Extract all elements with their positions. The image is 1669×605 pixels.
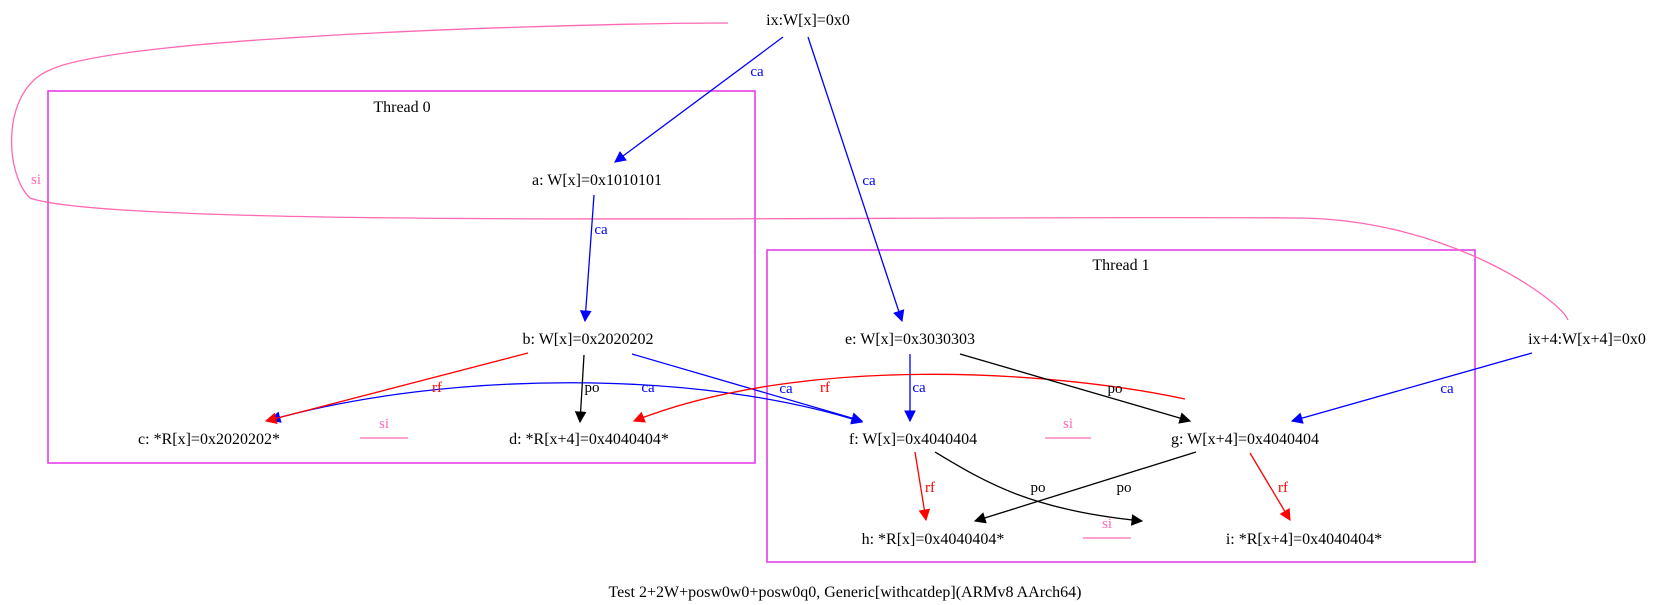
edge-rf-f-h	[914, 451, 931, 522]
edge-label-si-c-d: si	[379, 416, 389, 432]
node-b: b: W[x]=0x2020202	[523, 331, 654, 348]
edge-label-rf-g-d: rf	[820, 380, 830, 396]
cluster-thread1-title: Thread 1	[1092, 257, 1149, 274]
node-e: e: W[x]=0x3030303	[845, 331, 975, 348]
node-g: g: W[x+4]=0x4040404	[1171, 431, 1319, 448]
edge-po-b-d	[574, 354, 587, 424]
edge-rf-b-c	[264, 352, 529, 425]
edge-ca-b-f	[631, 353, 864, 424]
edge-label-po-b-d: po	[585, 380, 600, 396]
edge-label-ca-b-f: ca	[779, 381, 793, 397]
diagram-caption: Test 2+2W+posw0w0+posw0q0, Generic[withc…	[609, 584, 1082, 601]
edge-label-ca-ix-a: ca	[750, 64, 764, 80]
node-c: c: *R[x]=0x2020202*	[138, 431, 280, 448]
edge-label-si-f-g: si	[1063, 416, 1073, 432]
edge-label-rf-f-h: rf	[925, 480, 935, 496]
edge-ca-ix4-g	[1290, 352, 1533, 424]
edge-po-g-h	[973, 451, 1197, 524]
edge-si-ix-ix4	[10, 22, 1569, 321]
cluster-thread0-title: Thread 0	[373, 99, 430, 116]
edge-label-rf-b-c: rf	[432, 380, 442, 396]
edge-ca-ix-a	[614, 36, 784, 163]
node-ix4: ix+4:W[x+4]=0x0	[1528, 331, 1646, 348]
cluster-thread0	[47, 90, 756, 464]
edge-ca-c-f	[268, 382, 864, 425]
cluster-thread1	[766, 249, 1476, 563]
edge-label-si-h-i: si	[1102, 516, 1112, 532]
node-f: f: W[x]=0x4040404	[849, 431, 977, 448]
node-a: a: W[x]=0x1010101	[532, 172, 662, 189]
node-d: d: *R[x+4]=0x4040404*	[509, 431, 669, 448]
edge-label-po-g-h: po	[1117, 480, 1132, 496]
edge-label-po-f-i: po	[1031, 480, 1046, 496]
edge-po-e-g	[959, 353, 1192, 424]
edge-label-ca-a-b: ca	[594, 222, 608, 238]
edge-ca-ix-e	[807, 36, 905, 323]
node-i: i: *R[x+4]=0x4040404*	[1226, 531, 1382, 548]
edge-label-ca-ix-e: ca	[862, 173, 876, 189]
edge-label-po-e-g: po	[1108, 381, 1123, 397]
edge-label-ca-ix4-g: ca	[1440, 381, 1454, 397]
node-ix: ix:W[x]=0x0	[766, 12, 850, 29]
edge-ca-a-b	[579, 194, 595, 323]
edge-label-rf-g-i: rf	[1278, 480, 1288, 496]
edge-label-si-ix-ix4: si	[31, 172, 41, 188]
edge-label-ca-e-f: ca	[912, 380, 926, 396]
edge-rf-g-d	[632, 373, 1186, 423]
edge-label-ca-c-f: ca	[641, 380, 655, 396]
node-h: h: *R[x]=0x4040404*	[862, 531, 1005, 548]
edge-rf-g-i	[1249, 452, 1291, 522]
edge-po-f-i	[934, 451, 1144, 526]
